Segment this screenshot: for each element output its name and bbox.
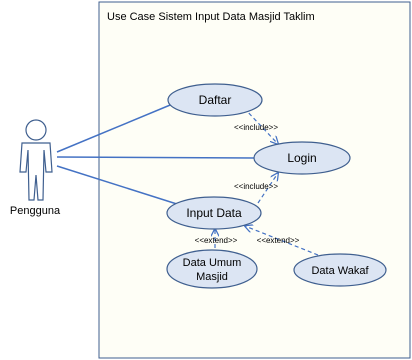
use-case-daftar-label: Daftar	[199, 93, 232, 107]
include-label-2: <<include>>	[234, 182, 278, 191]
association-login	[56, 156, 256, 159]
extend-arrow-wakaf-input	[245, 226, 319, 256]
use-case-login[interactable]: Login	[253, 141, 351, 175]
include-arrow-daftar-login	[243, 107, 278, 144]
associations	[56, 102, 256, 206]
use-case-data-wakaf-label: Data Wakaf	[311, 265, 369, 277]
use-case-daftar[interactable]: Daftar	[167, 83, 263, 117]
actor-label: Pengguna	[10, 205, 61, 217]
extend-label-1: <<extend>>	[195, 236, 238, 245]
actor-pengguna-icon	[19, 119, 53, 201]
use-case-data-umum-label-line1: Data Umum	[183, 257, 242, 269]
use-case-login-label: Login	[287, 151, 316, 165]
association-input-data	[56, 165, 181, 206]
include-label-1: <<include>>	[234, 123, 278, 132]
use-case-data-umum-masjid[interactable]: Data Umum Masjid	[166, 249, 258, 289]
use-case-data-umum-label-line2: Masjid	[196, 271, 228, 283]
use-case-data-wakaf[interactable]: Data Wakaf	[293, 253, 387, 287]
system-boundary	[98, 1, 411, 359]
system-title: Use Case Sistem Input Data Masjid Taklim	[107, 11, 315, 23]
association-daftar	[56, 102, 176, 153]
relations	[215, 107, 319, 256]
use-case-input-data-label: Input Data	[186, 206, 242, 220]
use-case-input-data[interactable]: Input Data	[166, 196, 262, 230]
extend-label-2: <<extend>>	[257, 236, 300, 245]
include-arrow-input-login	[257, 173, 278, 204]
